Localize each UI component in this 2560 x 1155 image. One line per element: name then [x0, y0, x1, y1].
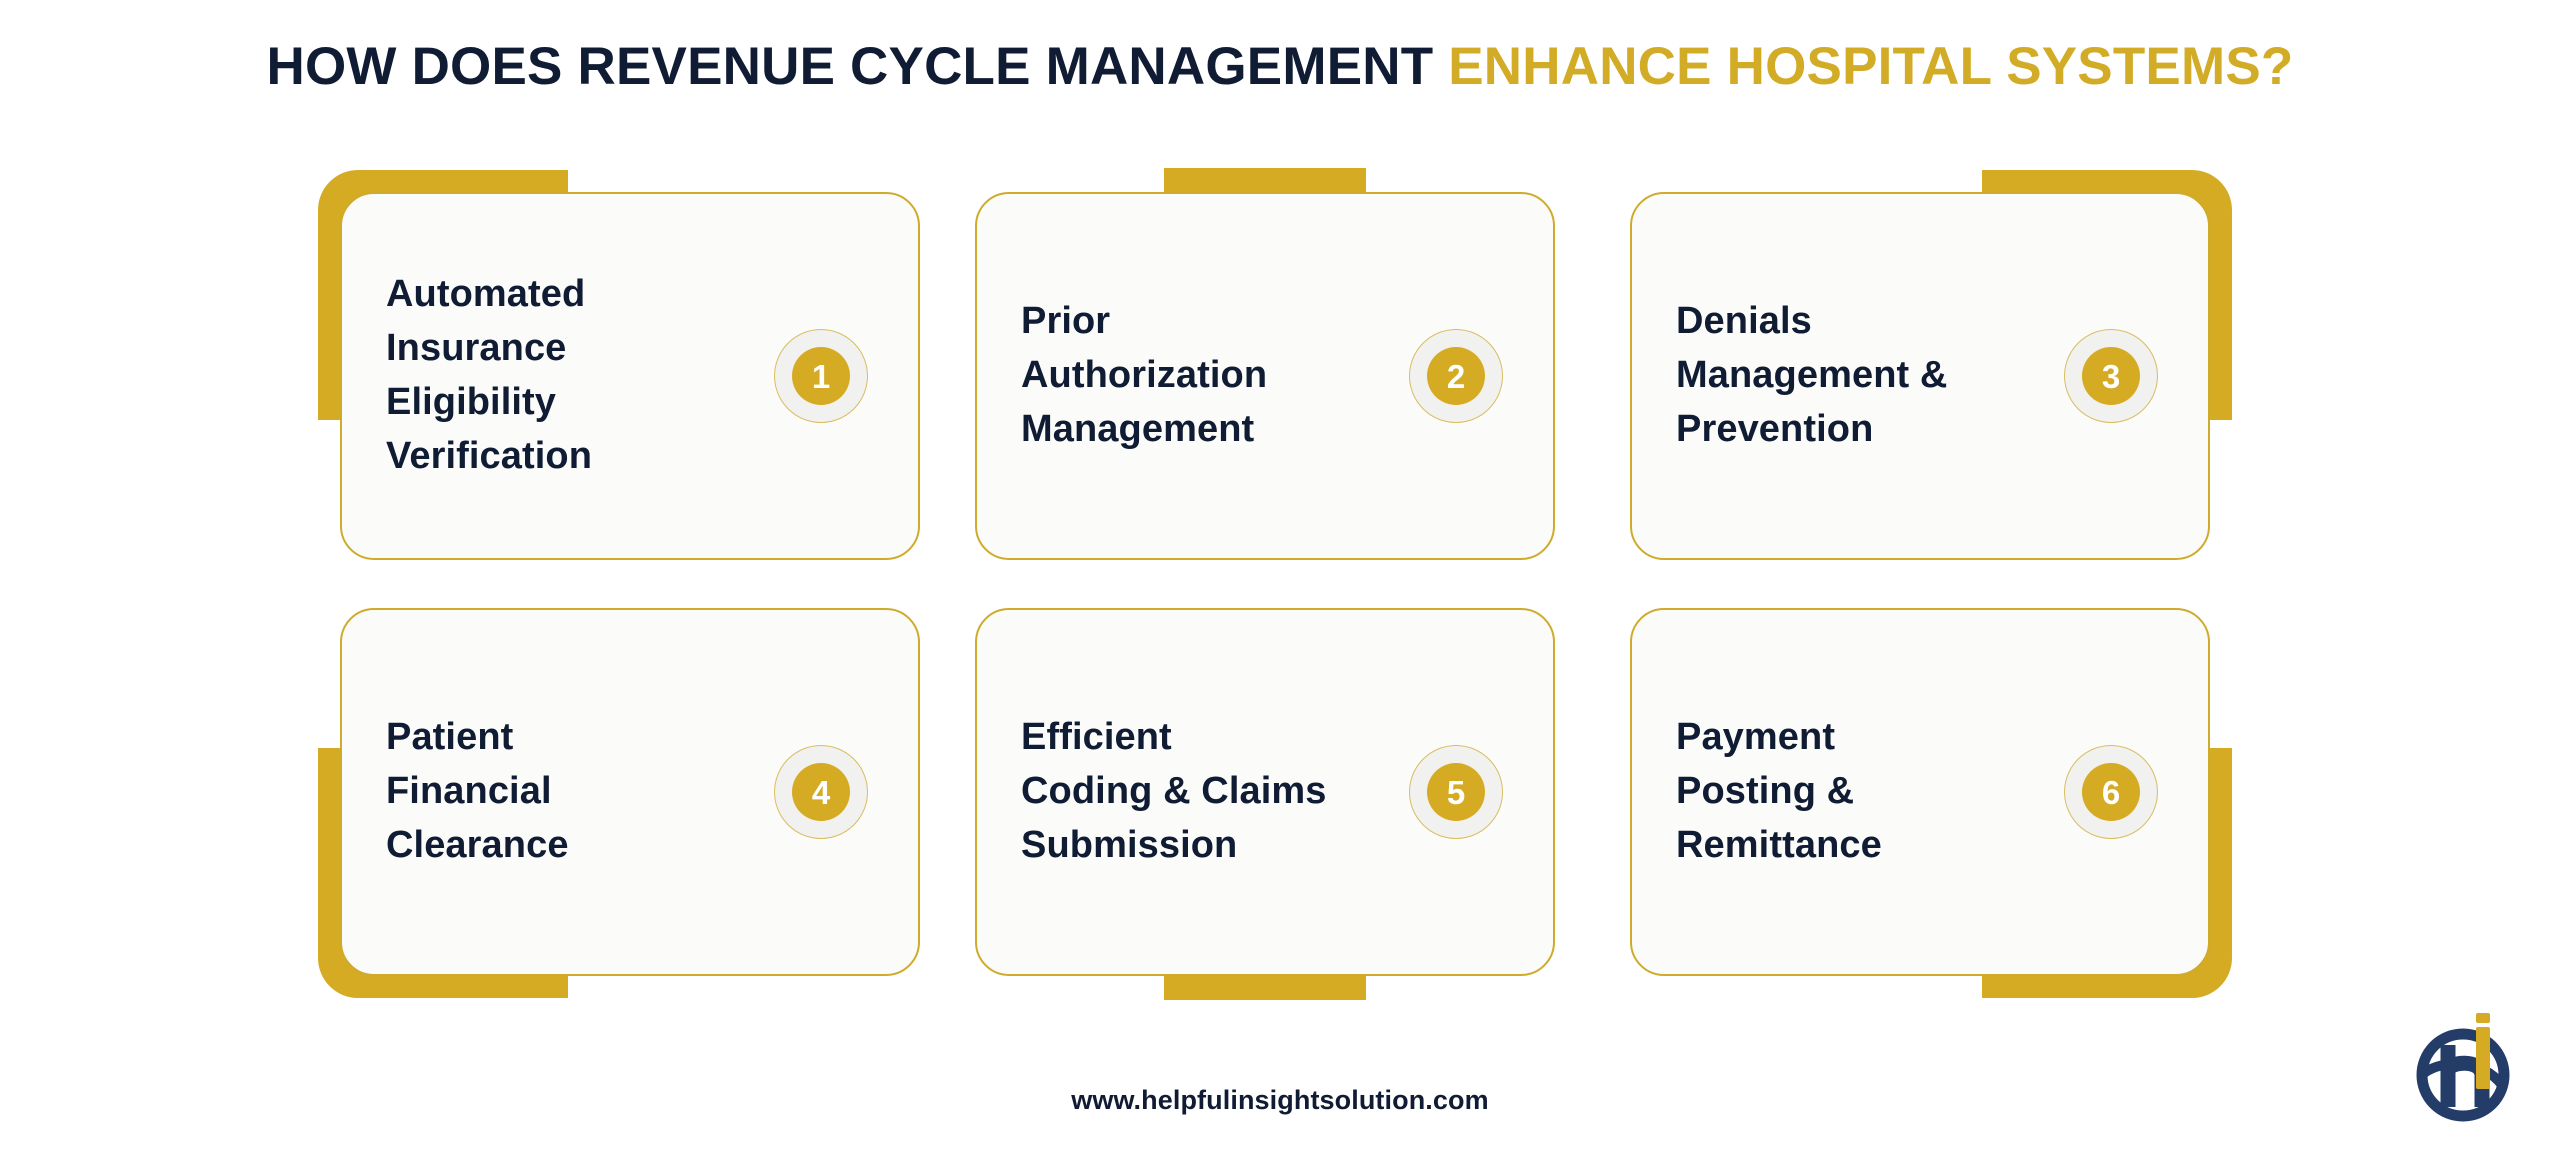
page-title: HOW DOES REVENUE CYCLE MANAGEMENT ENHANC… — [0, 37, 2560, 96]
card-number: 6 — [2082, 763, 2140, 821]
card-slot-2: Prior Authorization Management 2 — [975, 168, 1555, 560]
card-title: Prior Authorization Management — [1021, 300, 1268, 450]
card-number-badge: 2 — [1409, 329, 1503, 423]
card-payment-posting-remittance[interactable]: Payment Posting & Remittance 6 — [1630, 608, 2210, 976]
brand-logo-icon — [2406, 1011, 2528, 1133]
card-title: Denials Management & Prevention — [1676, 300, 1948, 450]
card-slot-6: Payment Posting & Remittance 6 — [1630, 608, 2232, 998]
card-number-badge: 3 — [2064, 329, 2158, 423]
card-denials-management-prevention[interactable]: Denials Management & Prevention 3 — [1630, 192, 2210, 560]
card-number: 3 — [2082, 347, 2140, 405]
page-title-primary: HOW DOES REVENUE CYCLE MANAGEMENT — [266, 37, 1449, 96]
card-automated-insurance-eligibility-verification[interactable]: Automated Insurance Eligibility Verifica… — [340, 192, 920, 560]
card-number-badge: 1 — [774, 329, 868, 423]
card-patient-financial-clearance[interactable]: Patient Financial Clearance 4 — [340, 608, 920, 976]
page-title-highlight: ENHANCE HOSPITAL SYSTEMS? — [1448, 37, 2294, 96]
card-slot-4: Patient Financial Clearance 4 — [318, 608, 920, 998]
card-title: Patient Financial Clearance — [386, 716, 569, 866]
footer-website-url: www.helpfulinsightsolution.com — [1071, 1085, 1489, 1115]
card-number: 4 — [792, 763, 850, 821]
card-number: 2 — [1427, 347, 1485, 405]
card-efficient-coding-claims-submission[interactable]: Efficient Coding & Claims Submission 5 — [975, 608, 1555, 976]
card-slot-1: Automated Insurance Eligibility Verifica… — [318, 170, 920, 560]
card-slot-3: Denials Management & Prevention 3 — [1630, 170, 2232, 560]
card-prior-authorization-management[interactable]: Prior Authorization Management 2 — [975, 192, 1555, 560]
card-slot-5: Efficient Coding & Claims Submission 5 — [975, 608, 1555, 1000]
card-number: 5 — [1427, 763, 1485, 821]
card-title: Automated Insurance Eligibility Verifica… — [386, 273, 593, 477]
card-number-badge: 4 — [774, 745, 868, 839]
card-number-badge: 5 — [1409, 745, 1503, 839]
card-title: Efficient Coding & Claims Submission — [1021, 716, 1327, 866]
card-title: Payment Posting & Remittance — [1676, 716, 1882, 866]
card-grid: Automated Insurance Eligibility Verifica… — [318, 168, 2232, 1000]
card-number: 1 — [792, 347, 850, 405]
card-number-badge: 6 — [2064, 745, 2158, 839]
